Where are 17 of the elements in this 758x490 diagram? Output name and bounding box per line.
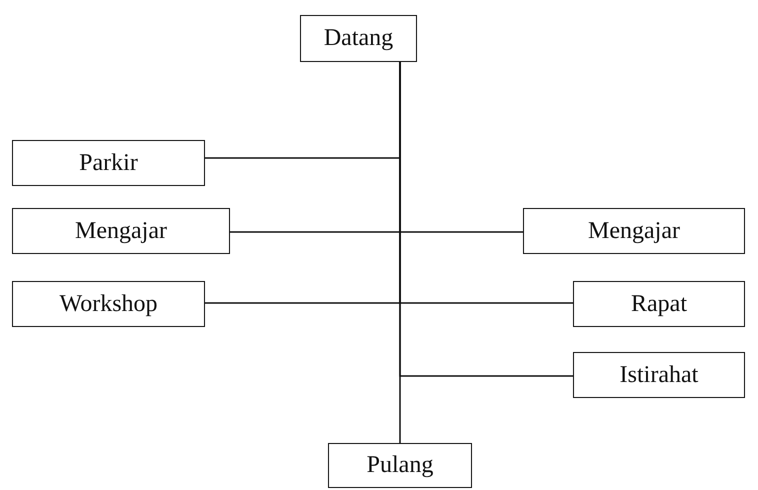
box-label: Datang: [324, 25, 394, 52]
process-box: [573, 281, 745, 327]
box-label: Mengajar: [75, 218, 167, 244]
process-box: [573, 352, 745, 398]
process-box: [12, 208, 230, 254]
box-label: Pulang: [366, 452, 434, 479]
box-label: Rapat: [631, 290, 687, 318]
process-box: [12, 281, 205, 327]
process-box: [12, 140, 205, 186]
process-box: [328, 443, 472, 488]
process-box: [523, 208, 745, 254]
box-label: Mengajar: [588, 218, 680, 244]
box-label: Istirahat: [620, 362, 698, 388]
process-box: [300, 15, 417, 62]
connector-line: [399, 62, 401, 443]
box-label: Parkir: [79, 150, 138, 176]
box-label: Workshop: [59, 290, 158, 318]
